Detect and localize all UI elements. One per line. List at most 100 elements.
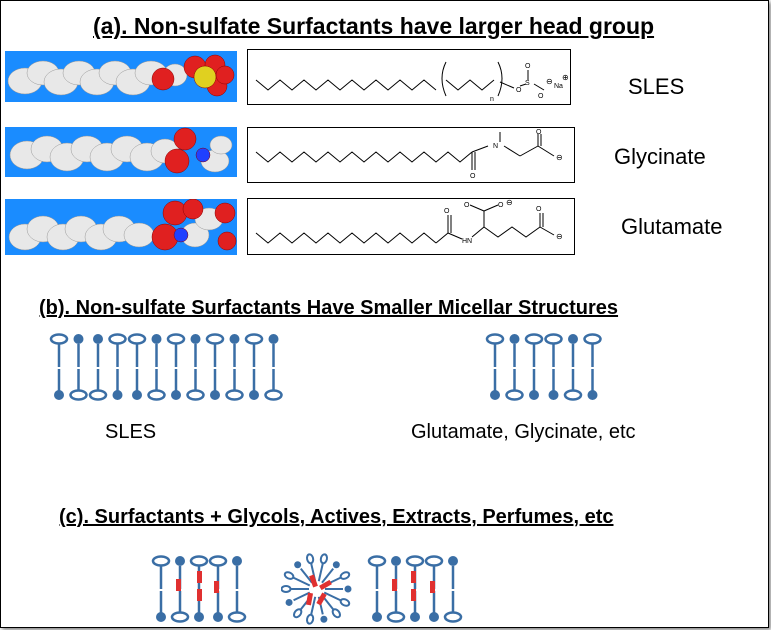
glutamate-negative-charge-1: ⊖ xyxy=(506,199,513,207)
section-b-title: (b). Non-sulfate Surfactants Have Smalle… xyxy=(39,297,619,319)
glycinate-model-svg xyxy=(9,127,233,174)
sles-micelle-label: SLES xyxy=(105,421,157,443)
active-ingredient xyxy=(309,574,318,588)
lipid-head xyxy=(186,389,205,401)
spherical-micelle-with-actives xyxy=(281,553,352,625)
lipid-head xyxy=(112,390,123,400)
bilayer-with-actives-right xyxy=(367,555,463,623)
lipid-head xyxy=(49,333,69,345)
sles-o-atom-3: O xyxy=(538,93,544,100)
lipid-head xyxy=(175,556,185,566)
glycinate-n-atom: N xyxy=(493,143,498,150)
micelle-head xyxy=(339,598,351,607)
micelle-head xyxy=(331,608,341,619)
micelle-head xyxy=(285,598,293,606)
micelle-tail xyxy=(300,568,313,584)
micelle-head xyxy=(319,553,328,565)
sles-n-subscript: n xyxy=(490,96,494,103)
lipid-head xyxy=(170,611,190,623)
lipid-head xyxy=(249,390,259,400)
lipid-head xyxy=(490,390,500,400)
bilayer-with-actives-left xyxy=(151,555,247,623)
lipid-head xyxy=(210,390,220,400)
sles-o-atom-1: O xyxy=(516,87,522,94)
lipid-head xyxy=(132,390,142,400)
active-ingredient xyxy=(392,579,397,591)
lipid-head xyxy=(524,333,544,345)
lipid-head xyxy=(485,333,505,345)
non-sulfate-micelle-label: Glutamate, Glycinate, etc xyxy=(411,421,636,443)
lipid-head xyxy=(171,390,181,400)
lipid-head xyxy=(386,611,406,623)
micelle-head xyxy=(281,585,292,593)
lipid-head xyxy=(529,390,539,400)
glutamate-o-atom-4: O xyxy=(536,206,542,213)
glutamate-o-atom-1: O xyxy=(444,208,450,215)
lipid-head xyxy=(127,333,147,345)
lipid-head xyxy=(548,390,559,400)
lipid-head xyxy=(367,555,387,567)
glycinate-space-filling-model xyxy=(5,127,237,177)
lipid-head xyxy=(213,612,223,622)
glutamate-model-svg xyxy=(8,199,237,251)
glutamate-structure-svg: O H N O O ⊖ O ⊖ xyxy=(255,199,563,245)
lipid-head xyxy=(391,556,401,566)
sles-o-atom-2: O xyxy=(525,63,531,70)
active-ingredient xyxy=(411,571,416,583)
active-ingredient xyxy=(316,592,327,606)
glycinate-structure-box: N O O ⊖ xyxy=(247,127,575,183)
glycinate-structure-svg: N O O ⊖ xyxy=(255,129,563,180)
lipid-head xyxy=(73,334,84,344)
lipid-head xyxy=(205,333,225,345)
active-ingredient xyxy=(319,579,332,591)
glutamate-negative-charge-2: ⊖ xyxy=(556,232,563,241)
lipid-head xyxy=(54,390,64,400)
active-ingredient xyxy=(305,592,314,606)
micelle-head xyxy=(294,561,302,569)
lipid-head xyxy=(156,612,166,622)
sles-label: SLES xyxy=(628,74,685,99)
micelle-head xyxy=(306,613,315,625)
lipid-head xyxy=(372,612,382,622)
lipid-head xyxy=(544,333,563,345)
micelle-head xyxy=(320,615,328,623)
lipid-head xyxy=(443,611,463,623)
glutamate-space-filling-model xyxy=(5,199,237,255)
section-c-title: (c). Surfactants + Glycols, Actives, Ext… xyxy=(59,506,614,528)
glycinate-o-atom-1: O xyxy=(470,173,476,180)
lipid-head xyxy=(93,334,103,344)
lipid-head xyxy=(189,555,209,567)
lipid-head xyxy=(194,612,204,622)
micelle-head xyxy=(293,608,303,619)
micelle-tail xyxy=(293,591,311,602)
lipid-head xyxy=(410,612,420,622)
glutamate-structure-box: O H N O O ⊖ O ⊖ xyxy=(247,198,575,255)
lipid-head xyxy=(587,390,598,400)
glycinate-o-atom-2: O xyxy=(536,129,542,136)
active-ingredient xyxy=(197,589,202,601)
micelle-head xyxy=(306,553,315,565)
glycinate-negative-charge: ⊖ xyxy=(556,153,563,162)
lipid-head xyxy=(151,334,162,344)
active-ingredient xyxy=(214,581,219,593)
lipid-head xyxy=(568,334,578,344)
lipid-head xyxy=(232,556,242,566)
sles-negative-charge: ⊖ xyxy=(546,77,553,86)
lipid-head xyxy=(227,611,247,623)
sles-space-filling-model xyxy=(5,51,237,102)
glutamate-h-atom: H xyxy=(462,238,467,245)
lipid-head xyxy=(147,389,166,401)
lipid-head xyxy=(268,334,279,344)
micelle-tail xyxy=(321,568,334,584)
lipid-head xyxy=(225,389,244,401)
micelle-tail xyxy=(323,591,341,602)
lipid-head xyxy=(190,334,201,344)
lipid-head xyxy=(424,555,444,567)
glutamate-o-atom-3: O xyxy=(498,202,504,209)
micelle-head xyxy=(344,585,352,593)
micelle-tail xyxy=(293,576,311,587)
sles-structure-svg: n O S O O ⊖ Na ⊕ xyxy=(255,61,569,103)
micelle-head xyxy=(339,571,351,580)
lipid-head xyxy=(583,333,602,345)
